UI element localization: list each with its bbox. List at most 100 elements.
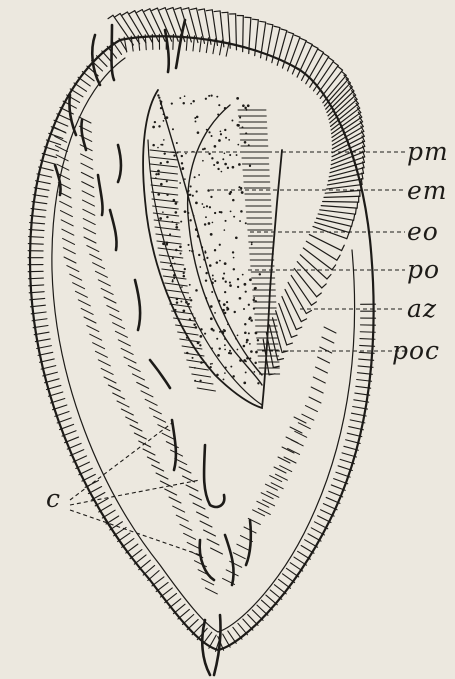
ventral-stroke	[193, 503, 205, 509]
stipple-dot	[214, 212, 216, 214]
cirrus	[69, 95, 76, 135]
cilium	[286, 568, 298, 577]
stipple-dot	[179, 245, 182, 248]
ventral-stroke	[84, 228, 96, 234]
membranelle-tip	[322, 284, 326, 288]
stipple-dot	[206, 205, 208, 207]
membranelle-tip	[306, 310, 311, 313]
stipple-dot	[210, 196, 212, 198]
cilium	[95, 498, 108, 505]
ventral-stroke	[83, 219, 95, 225]
stipple-dot	[192, 100, 194, 102]
stipple-dot	[244, 283, 247, 286]
stipple-dot	[195, 121, 197, 123]
ventral-stroke	[121, 409, 133, 415]
cirrus	[246, 520, 251, 565]
cirrus	[225, 535, 234, 585]
hatch-line	[178, 332, 199, 335]
membranelle-tip	[183, 8, 189, 10]
membranelle-tip	[287, 343, 293, 345]
membranelle	[285, 289, 301, 321]
cilium	[305, 540, 318, 548]
stipple-dot	[220, 131, 222, 133]
label-poc: poc	[392, 336, 440, 365]
stipple-dot	[228, 139, 230, 141]
stipple-dot	[184, 268, 186, 270]
stipple-dot	[190, 103, 192, 105]
ventral-stroke	[130, 425, 142, 431]
membranelle-tip	[329, 58, 334, 61]
cilium	[139, 560, 151, 569]
stipple-dot	[163, 139, 165, 141]
cilium	[97, 56, 107, 67]
stipple-dot	[211, 135, 213, 137]
ventral-stroke	[64, 257, 76, 263]
stipple-dot	[224, 129, 226, 131]
stipple-dot	[224, 152, 226, 154]
membranelle	[309, 235, 341, 251]
stipple-dot	[233, 257, 235, 259]
stipple-dot	[189, 284, 191, 286]
membranelle-tip	[274, 26, 280, 27]
stipple-dot	[239, 297, 242, 300]
ventral-stroke	[108, 385, 120, 391]
membranelle-tip	[198, 9, 204, 10]
cilium	[278, 579, 290, 588]
stipple-dot	[159, 217, 162, 220]
ventral-stroke	[187, 542, 199, 548]
membranelle-tip	[333, 62, 338, 66]
membranelle-tip	[130, 11, 135, 14]
stipple-dot	[226, 301, 228, 303]
ventral-stroke	[93, 263, 105, 269]
stipple-dot	[196, 116, 199, 119]
membranelle-tip	[273, 366, 279, 367]
stipple-dot	[193, 323, 195, 325]
cilium	[28, 278, 43, 279]
stipple-dot	[219, 244, 221, 246]
cilium	[73, 456, 87, 462]
stipple-dot	[163, 152, 165, 154]
stipple-dot	[189, 297, 191, 299]
hatch-line	[184, 353, 204, 356]
membranelle	[303, 248, 332, 270]
stipple-dot	[238, 163, 241, 166]
stipple-dot	[233, 216, 235, 218]
membranelle-tip	[288, 32, 294, 34]
ventral-stroke	[291, 440, 303, 446]
ventral-stroke	[56, 155, 68, 161]
stipple-dot	[253, 297, 255, 299]
label-pm: pm	[407, 137, 449, 166]
membranelle	[282, 296, 296, 329]
stipple-dot	[224, 372, 226, 374]
membranelle-tip	[318, 49, 323, 52]
membranelle	[331, 104, 359, 127]
ventral-stroke	[104, 377, 116, 383]
cilium	[360, 332, 375, 333]
ventral-stroke	[284, 457, 296, 463]
membranelle-tip	[324, 53, 329, 56]
membranelle-tip	[160, 8, 166, 10]
ventral-stroke	[113, 393, 125, 399]
label-c: c	[46, 484, 61, 513]
cilium	[257, 605, 268, 615]
stipple-dot	[224, 262, 227, 265]
membranelle-tip	[281, 29, 287, 31]
cirrus	[135, 280, 140, 330]
stipple-dot	[221, 171, 223, 173]
membranelle-tip	[361, 179, 362, 185]
stipple-dot	[225, 137, 227, 139]
cilium	[99, 504, 112, 512]
stipple-dot	[203, 206, 205, 208]
membranelle	[315, 222, 350, 232]
hatch-line	[165, 283, 188, 286]
stipple-dot	[248, 304, 250, 306]
ventral-stroke	[107, 306, 119, 312]
cilium	[130, 550, 142, 559]
stipple-dot	[225, 281, 227, 283]
hatch-line	[150, 157, 178, 160]
membranelle	[324, 79, 348, 106]
leader-lines	[70, 152, 405, 555]
cirrus	[112, 25, 115, 80]
ventral-stroke	[81, 163, 93, 169]
label-po: po	[407, 255, 440, 284]
